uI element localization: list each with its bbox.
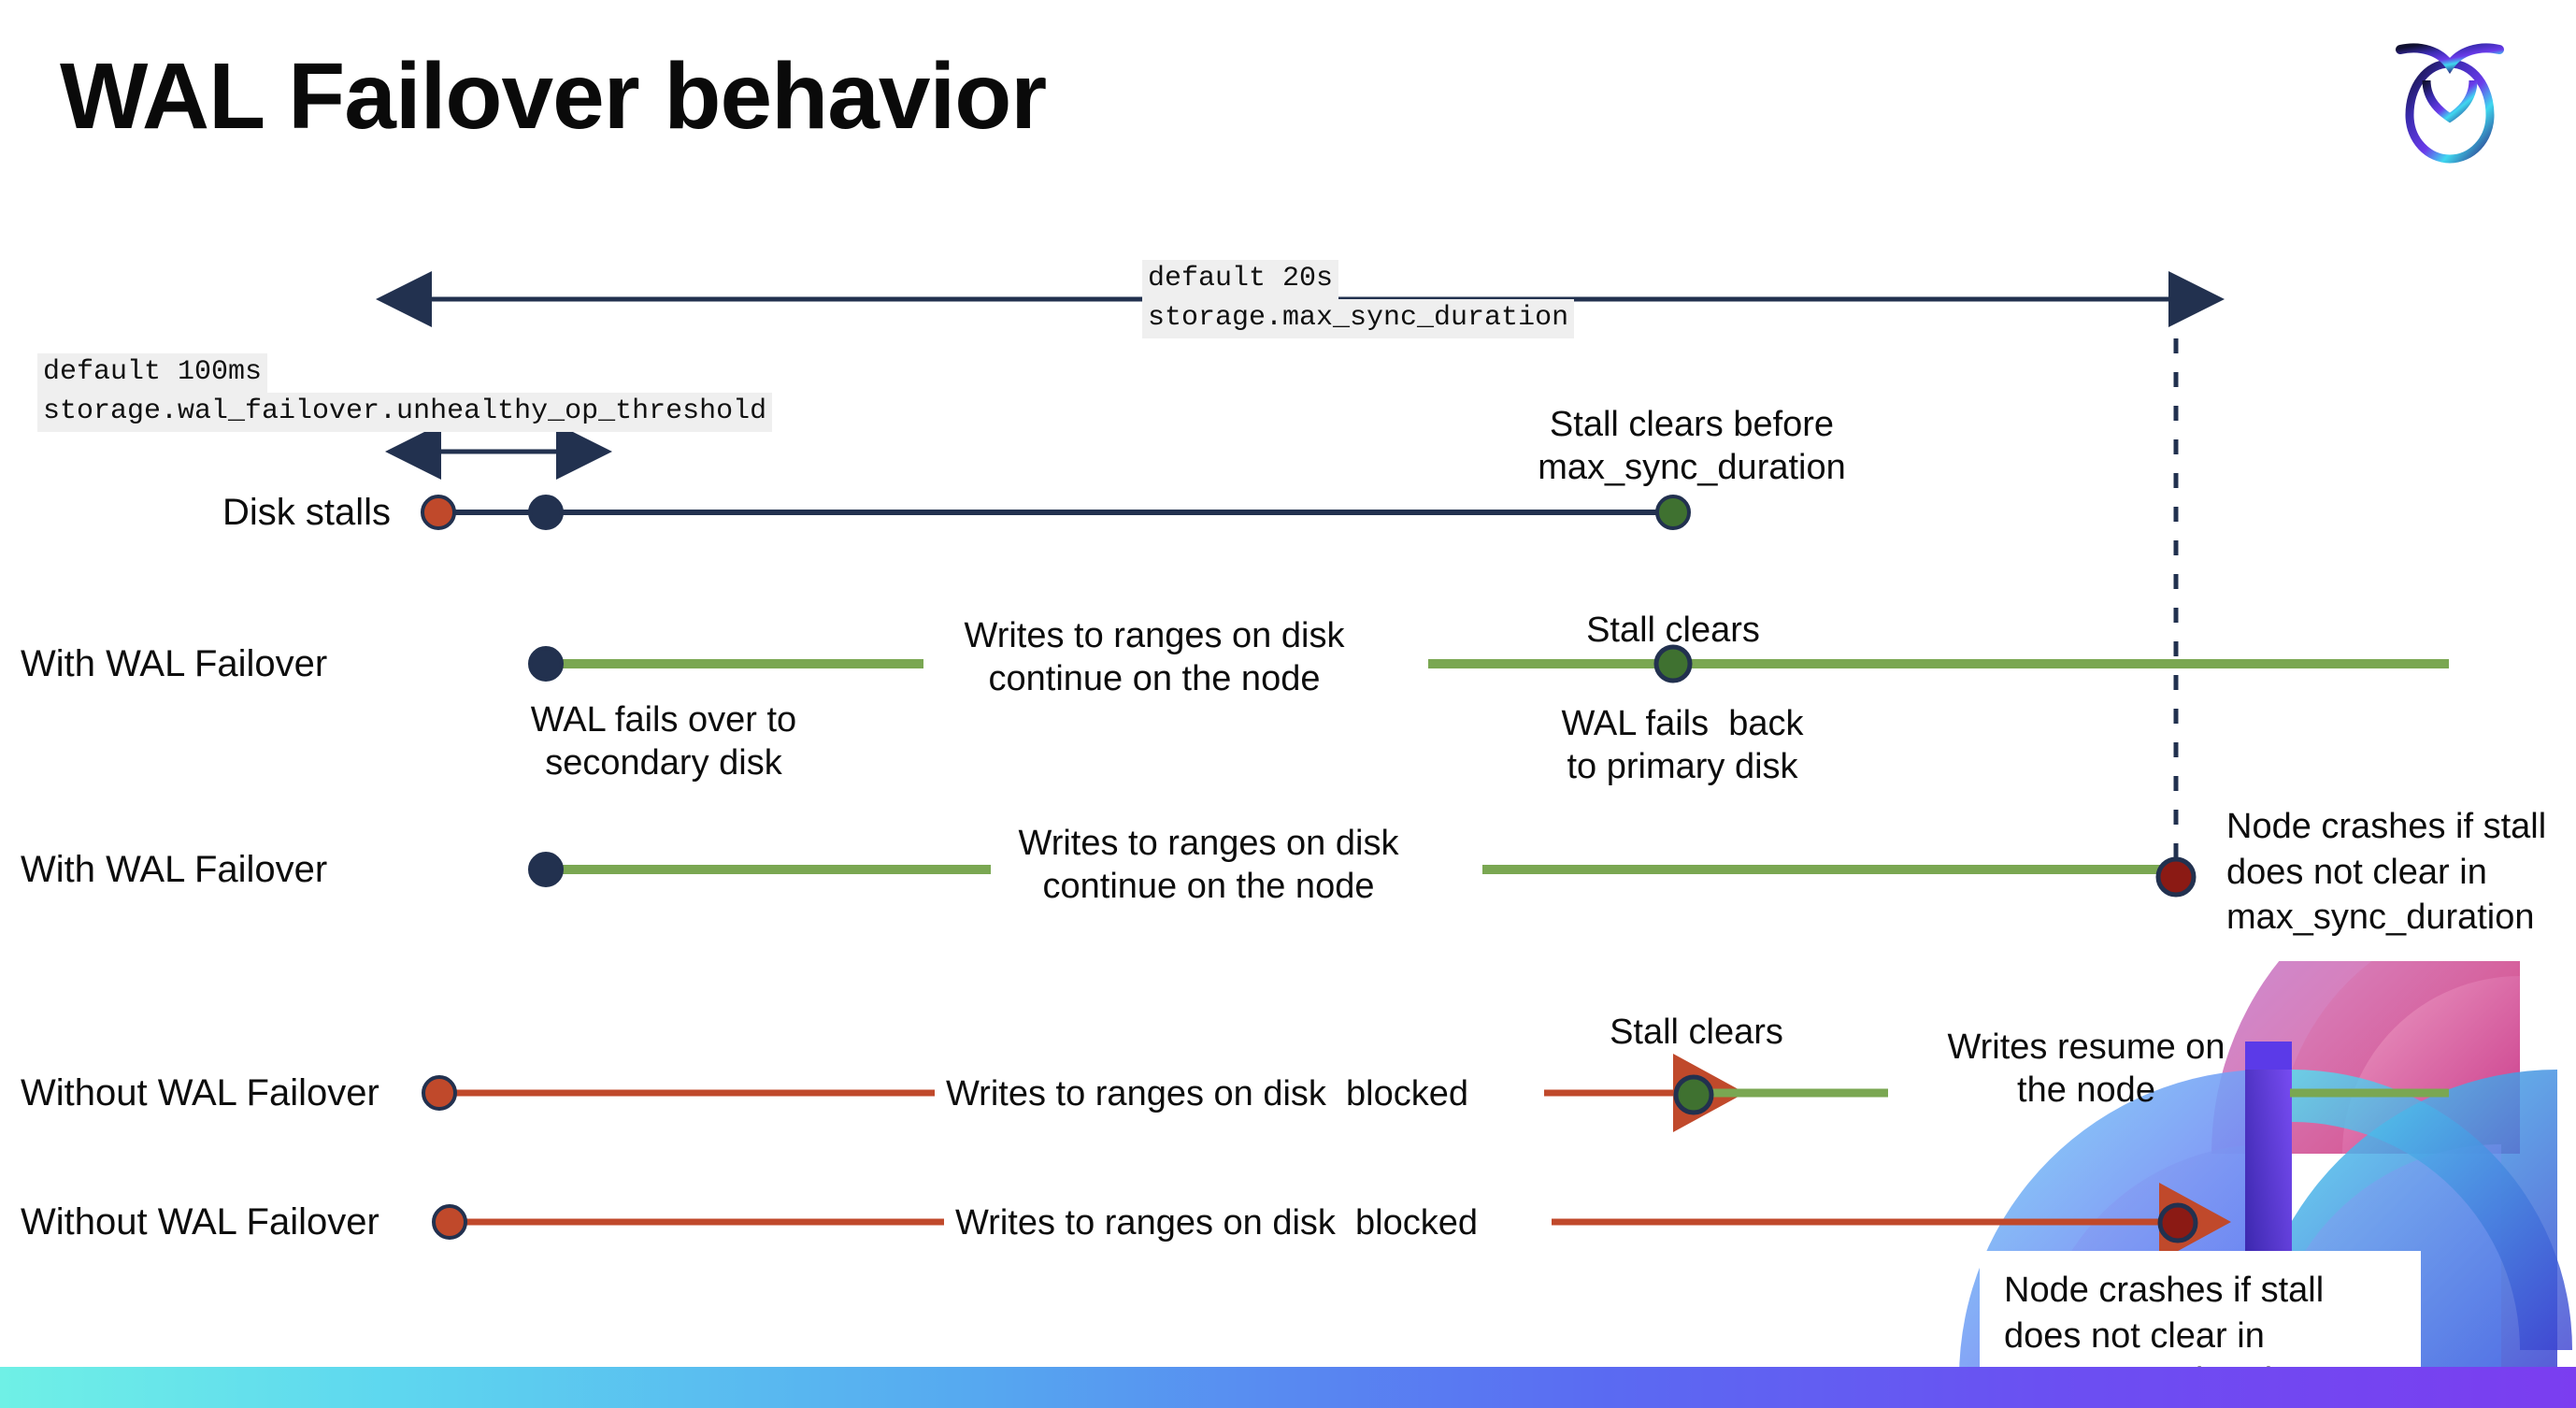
annotation-node-crashes-1: Node crashes if stall does not clear in …: [2202, 787, 2576, 961]
unhealthy-default-label: default 100ms: [37, 353, 268, 393]
annotation-writes-blocked-2: Writes to ranges on disk blocked: [955, 1203, 1479, 1243]
row-label-with-wal-failover-1: With WAL Failover: [21, 643, 328, 684]
annotation-stall-clears-before: Stall clears before max_sync_duration: [1538, 405, 1846, 487]
annotation-stall-clears-2: Stall clears: [1610, 1013, 1783, 1052]
row-label-without-wal-failover-2: Without WAL Failover: [21, 1201, 379, 1243]
annotation-wal-fails-over: WAL fails over to secondary disk: [530, 700, 797, 783]
cockroachdb-logo-icon: [2389, 26, 2511, 166]
page-title: WAL Failover behavior: [60, 44, 1047, 149]
annotation-wal-fails-back: WAL fails back to primary disk: [1561, 704, 1804, 786]
row-label-with-wal-failover-2: With WAL Failover: [21, 849, 328, 890]
annotation-writes-continue-1: Writes to ranges on disk continue on the…: [964, 616, 1345, 698]
row-label-without-wal-failover-1: Without WAL Failover: [21, 1072, 379, 1113]
max-sync-setting-label: storage.max_sync_duration: [1142, 299, 1575, 338]
max-sync-default-label: default 20s: [1142, 260, 1339, 299]
annotation-writes-blocked-1: Writes to ranges on disk blocked: [946, 1074, 1469, 1113]
annotation-writes-continue-2: Writes to ranges on disk continue on the…: [1018, 824, 1399, 906]
annotation-writes-resume: Writes resume on the node: [1947, 1027, 2225, 1110]
row-label-disk-stalls: Disk stalls: [222, 492, 392, 533]
bottom-gradient-band: [0, 1367, 2576, 1408]
unhealthy-setting-label: storage.wal_failover.unhealthy_op_thresh…: [37, 393, 773, 432]
annotation-stall-clears-1: Stall clears: [1586, 611, 1760, 650]
